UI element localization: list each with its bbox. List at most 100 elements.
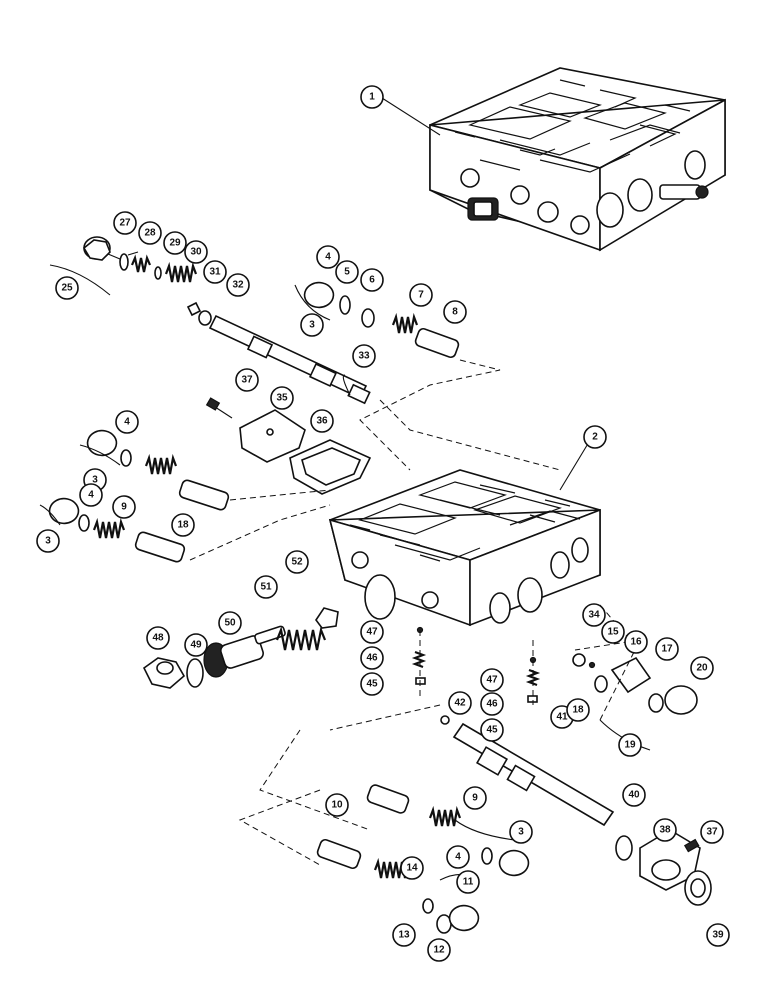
callout-29: 29	[163, 231, 187, 255]
callout-number: 9	[472, 793, 478, 804]
callout-3c: 3	[36, 529, 60, 553]
callout-number: 36	[316, 416, 328, 427]
callout-18a: 18	[171, 513, 195, 537]
callout-25: 25	[55, 276, 79, 300]
callout-number: 3	[45, 536, 51, 547]
callout-34: 34	[582, 603, 606, 627]
callout-5: 5	[335, 260, 359, 284]
callout-47b: 47	[480, 668, 504, 692]
cover-plate	[205, 397, 372, 495]
callout-number: 34	[588, 610, 600, 621]
right-valve-group	[572, 653, 698, 715]
assembly-dashed-lines	[189, 359, 641, 866]
callout-52: 52	[285, 550, 309, 574]
callout-11: 11	[456, 870, 480, 894]
main-spool-assembly	[452, 722, 712, 906]
callout-number: 6	[369, 275, 375, 286]
callout-number: 48	[152, 633, 164, 644]
callout-number: 13	[398, 930, 410, 941]
callout-number: 17	[661, 644, 673, 655]
callout-number: 31	[209, 267, 221, 278]
callout-number: 1	[369, 92, 375, 103]
valve-body-upper	[429, 67, 726, 252]
callout-number: 9	[121, 502, 127, 513]
callout-number: 29	[169, 238, 181, 249]
callout-51: 51	[254, 575, 278, 599]
callout-number: 45	[366, 679, 378, 690]
callout-36: 36	[310, 409, 334, 433]
callout-4b: 4	[115, 410, 139, 434]
regulator-valve-assembly	[142, 607, 339, 689]
callout-number: 14	[406, 863, 418, 874]
callout-number: 51	[260, 582, 272, 593]
callout-39: 39	[706, 923, 730, 947]
callout-37a: 37	[235, 368, 259, 392]
callout-13: 13	[392, 923, 416, 947]
upper-left-valve-assembly	[82, 236, 371, 405]
callout-number: 27	[119, 218, 131, 229]
lower-valve-group	[316, 784, 530, 934]
callout-number: 11	[463, 877, 474, 888]
callout-number: 37	[241, 375, 253, 386]
callout-leaders	[39, 97, 651, 881]
callout-20: 20	[690, 656, 714, 680]
callout-number: 18	[177, 520, 189, 531]
callout-17: 17	[655, 637, 679, 661]
callout-4a: 4	[316, 245, 340, 269]
callout-6: 6	[360, 268, 384, 292]
check-ball-parts	[411, 626, 541, 725]
left-middle-valve-group	[48, 429, 230, 563]
callout-number: 25	[61, 283, 73, 294]
callout-12: 12	[427, 938, 451, 962]
callout-9b: 9	[463, 786, 487, 810]
callout-33: 33	[352, 344, 376, 368]
callout-49: 49	[184, 633, 208, 657]
callout-number: 32	[232, 280, 244, 291]
callout-42: 42	[448, 691, 472, 715]
callout-number: 10	[331, 800, 343, 811]
callout-38: 38	[653, 818, 677, 842]
callout-48: 48	[146, 626, 170, 650]
callout-27: 27	[113, 211, 137, 235]
callout-number: 12	[433, 945, 445, 956]
callout-18b: 18	[566, 698, 590, 722]
callout-number: 5	[344, 267, 350, 278]
center-valve-group	[303, 281, 460, 359]
callout-number: 3	[518, 827, 524, 838]
callout-2: 2	[583, 425, 607, 449]
callout-number: 42	[454, 698, 466, 709]
callout-number: 16	[630, 637, 642, 648]
callout-number: 15	[607, 627, 619, 638]
callout-37b: 37	[700, 820, 724, 844]
callout-46b: 46	[480, 692, 504, 716]
callout-7: 7	[409, 283, 433, 307]
callout-15: 15	[601, 620, 625, 644]
callout-number: 19	[624, 740, 636, 751]
callout-number: 35	[276, 393, 288, 404]
callout-number: 49	[190, 640, 202, 651]
callout-number: 39	[712, 930, 724, 941]
callout-number: 2	[592, 432, 598, 443]
callout-30: 30	[184, 240, 208, 264]
callout-number: 3	[92, 475, 98, 486]
callout-number: 4	[88, 490, 94, 501]
callout-number: 20	[696, 663, 708, 674]
callout-number: 47	[486, 675, 498, 686]
callout-number: 4	[325, 252, 331, 263]
callout-8: 8	[443, 300, 467, 324]
callout-number: 40	[628, 790, 640, 801]
callout-number: 4	[124, 417, 130, 428]
callout-50: 50	[218, 611, 242, 635]
callout-46a: 46	[360, 646, 384, 670]
callout-number: 46	[366, 653, 378, 664]
callout-number: 33	[358, 351, 370, 362]
callout-number: 28	[144, 228, 156, 239]
callout-number: 3	[309, 320, 315, 331]
callout-45a: 45	[360, 672, 384, 696]
valve-body-lower	[328, 469, 601, 627]
callout-19: 19	[618, 733, 642, 757]
callout-32: 32	[226, 273, 250, 297]
callout-number: 4	[455, 852, 461, 863]
callout-45b: 45	[480, 718, 504, 742]
callout-number: 52	[291, 557, 303, 568]
